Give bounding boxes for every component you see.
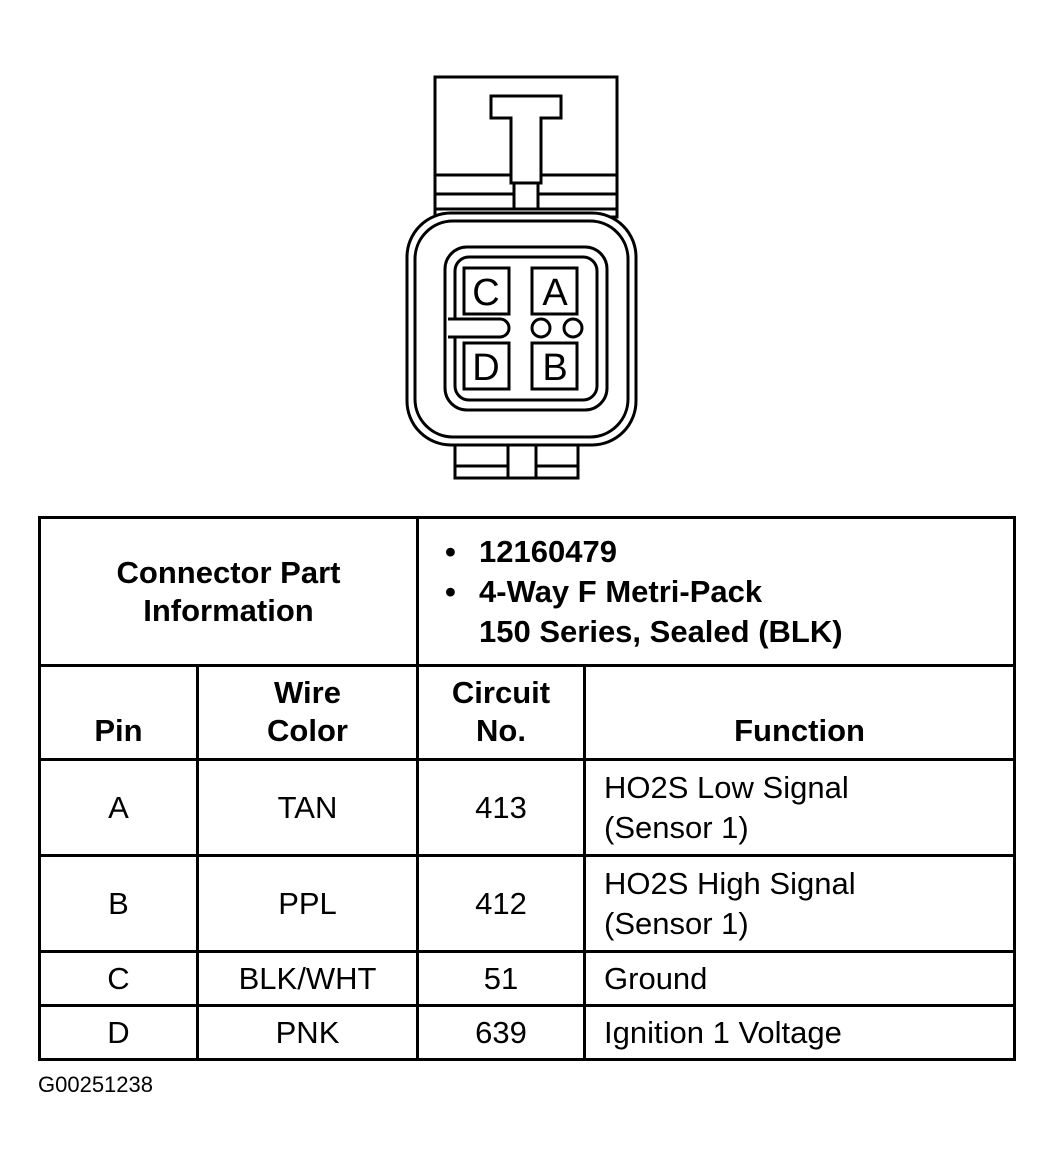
pin-label-c: C (472, 272, 499, 314)
table-row: B PPL 412 HO2S High Signal (Sensor 1) (38, 854, 1017, 953)
wire-color-cell: BLK/WHT (195, 950, 420, 1007)
table-row: A TAN 413 HO2S Low Signal (Sensor 1) (38, 758, 1017, 857)
column-header-row: Pin Wire Color Circuit No. Function (38, 664, 1017, 761)
table-row: D PNK 639 Ignition 1 Voltage (38, 1004, 1017, 1061)
part-description-line1: 4-Way F Metri-Pack (479, 573, 763, 609)
pin-cell: B (38, 854, 199, 953)
connector-diagram: C A D B (405, 75, 638, 480)
part-number: 12160479 (445, 532, 1013, 572)
pin-cell: C (38, 950, 199, 1007)
part-info-values: 12160479 4-Way F Metri-Pack 150 Series, … (416, 516, 1017, 667)
wire-color-cell: PPL (195, 854, 420, 953)
pin-cell: D (38, 1004, 199, 1061)
figure-id: G00251238 (38, 1072, 153, 1097)
part-info-label-line2: Information (143, 592, 314, 628)
wire-color-cell: TAN (195, 758, 420, 857)
column-header-wire-color: Wire Color (195, 664, 420, 761)
circuit-cell: 51 (416, 950, 587, 1007)
function-cell: Ignition 1 Voltage (583, 1004, 1017, 1061)
pin-label-d: D (472, 347, 499, 389)
wire-color-cell: PNK (195, 1004, 420, 1061)
pin-cell: A (38, 758, 199, 857)
part-info-label: Connector Part Information (37, 516, 420, 667)
part-description-line2: 150 Series, Sealed (BLK) (479, 613, 843, 649)
table-row: C BLK/WHT 51 Ground (38, 950, 1017, 1007)
function-cell: HO2S High Signal (Sensor 1) (583, 854, 1017, 953)
circuit-cell: 413 (416, 758, 587, 857)
pin-cavity-b (530, 341, 579, 391)
column-header-function: Function (583, 664, 1017, 761)
circuit-cell: 639 (416, 1004, 587, 1061)
part-info-label-line1: Connector Part (116, 554, 341, 590)
part-description: 4-Way F Metri-Pack 150 Series, Sealed (B… (445, 572, 1013, 652)
function-cell: HO2S Low Signal (Sensor 1) (583, 758, 1017, 857)
part-info-row: Connector Part Information 12160479 4-Wa… (37, 516, 1017, 667)
column-header-pin: Pin (38, 664, 199, 761)
column-header-circuit: Circuit No. (416, 664, 587, 761)
pin-cavity-c (462, 266, 511, 316)
connector-info-table: Connector Part Information 12160479 4-Wa… (37, 516, 1017, 1061)
pin-label-b: B (542, 347, 567, 389)
pin-cavity-a (530, 266, 579, 316)
function-cell: Ground (583, 950, 1017, 1007)
circuit-cell: 412 (416, 854, 587, 953)
pin-cavity-d (462, 341, 511, 391)
pin-label-a: A (542, 272, 568, 314)
